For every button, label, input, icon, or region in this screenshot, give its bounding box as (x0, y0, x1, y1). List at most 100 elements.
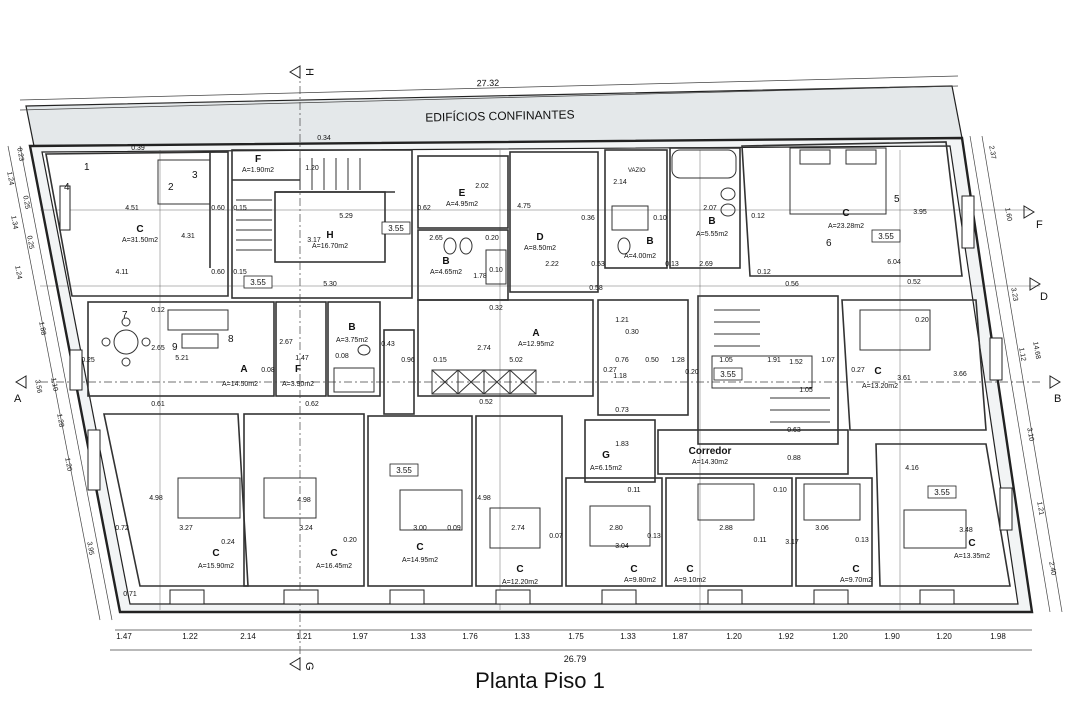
svg-text:4.75: 4.75 (517, 203, 531, 210)
svg-text:0.10: 0.10 (653, 215, 667, 222)
svg-text:1.10: 1.10 (49, 377, 58, 392)
svg-text:1.22: 1.22 (182, 632, 198, 641)
svg-text:1.88: 1.88 (37, 321, 46, 336)
svg-text:1.21: 1.21 (296, 632, 312, 641)
room-label: AA=12.95m2 (518, 328, 554, 348)
svg-text:4.11: 4.11 (115, 269, 128, 276)
svg-text:A=4.00m2: A=4.00m2 (624, 253, 656, 260)
svg-text:A=14.95m2: A=14.95m2 (402, 557, 438, 564)
svg-text:0.72: 0.72 (115, 525, 129, 532)
room-label: CA=31.50m2 (122, 224, 158, 244)
right-dimension-chain: 2.37 1.60 3.23 1.12 14.68 3.10 1.21 2.40 (987, 145, 1056, 576)
svg-text:0.25: 0.25 (81, 357, 95, 364)
svg-text:1.47: 1.47 (295, 355, 309, 362)
level-marker: 3.55 (878, 232, 894, 241)
svg-text:0.11: 0.11 (753, 537, 766, 544)
svg-text:6.04: 6.04 (887, 259, 901, 266)
svg-text:A=15.90m2: A=15.90m2 (198, 563, 234, 570)
svg-text:A=8.50m2: A=8.50m2 (524, 245, 556, 252)
svg-text:A=16.70m2: A=16.70m2 (312, 243, 348, 250)
svg-text:G: G (602, 450, 610, 461)
svg-text:3.95: 3.95 (85, 541, 94, 556)
svg-text:0.60: 0.60 (211, 269, 225, 276)
svg-text:0.62: 0.62 (417, 205, 431, 212)
room-label: FA=1.90m2 (242, 154, 274, 174)
svg-text:0.73: 0.73 (615, 407, 629, 414)
dimension-lines (7, 70, 1063, 660)
svg-text:A=14.50m2: A=14.50m2 (222, 381, 258, 388)
svg-text:4.98: 4.98 (297, 497, 311, 504)
svg-text:0.43: 0.43 (381, 341, 395, 348)
svg-text:0.12: 0.12 (757, 269, 771, 276)
room-label: GA=6.15m2 (590, 450, 622, 472)
svg-text:A=3.90m2: A=3.90m2 (282, 381, 314, 388)
svg-text:B: B (348, 322, 355, 333)
svg-text:0.08: 0.08 (335, 353, 349, 360)
svg-text:0.58: 0.58 (589, 285, 603, 292)
level-markers: 3.55 3.55 3.55 3.55 3.55 3.55 3.55 (243, 221, 957, 499)
section-d-label: D (1040, 291, 1048, 303)
fixtures (101, 147, 967, 549)
svg-text:C: C (968, 538, 975, 549)
svg-text:1.90: 1.90 (884, 632, 900, 641)
svg-text:0.52: 0.52 (907, 279, 921, 286)
svg-text:A=4.95m2: A=4.95m2 (446, 201, 478, 208)
svg-text:3.17: 3.17 (307, 237, 321, 244)
svg-text:2.65: 2.65 (429, 235, 443, 242)
svg-text:C: C (686, 564, 693, 575)
svg-text:2.14: 2.14 (613, 179, 627, 186)
svg-text:A=9.80m2: A=9.80m2 (624, 577, 656, 584)
svg-text:C: C (416, 542, 423, 553)
svg-text:0.76: 0.76 (615, 357, 629, 364)
svg-text:A=4.65m2: A=4.65m2 (430, 269, 462, 276)
svg-text:5.21: 5.21 (175, 355, 189, 362)
svg-text:0.27: 0.27 (603, 367, 617, 374)
room-label: BA=4.00m2 (624, 236, 656, 260)
section-f-label: F (1036, 219, 1043, 231)
svg-text:0.15: 0.15 (233, 205, 247, 212)
section-markers (15, 65, 1061, 671)
room-label: BA=3.75m2 (336, 322, 368, 344)
svg-text:2.14: 2.14 (240, 632, 256, 641)
coffee-table (181, 333, 219, 349)
svg-text:3.56: 3.56 (33, 379, 42, 394)
svg-text:2.67: 2.67 (279, 339, 293, 346)
svg-text:2.40: 2.40 (1047, 561, 1056, 576)
neighbour-label: EDIFÍCIOS CONFINANTES (425, 106, 575, 124)
svg-text:0.09: 0.09 (447, 525, 461, 532)
bottom-dimension-chain: 1.47 1.22 2.14 1.21 1.97 1.33 1.76 1.33 … (116, 632, 1006, 641)
svg-text:4: 4 (64, 182, 70, 193)
svg-text:0.24: 0.24 (221, 539, 235, 546)
svg-text:5.30: 5.30 (323, 281, 337, 288)
bed (859, 309, 931, 351)
svg-text:A=14.30m2: A=14.30m2 (692, 459, 728, 466)
svg-text:1.20: 1.20 (726, 632, 742, 641)
bed (263, 477, 317, 519)
svg-text:E: E (459, 188, 466, 199)
svg-text:1.28: 1.28 (671, 357, 685, 364)
svg-text:0.20: 0.20 (915, 317, 929, 324)
svg-text:5: 5 (894, 194, 900, 205)
sofa (167, 309, 229, 331)
svg-text:2: 2 (168, 182, 174, 193)
svg-text:C: C (842, 208, 849, 219)
interior-dimensions: 0.39 4.51 0.60 0.15 4.31 4.11 0.60 0.15 … (81, 135, 973, 598)
svg-text:2.80: 2.80 (609, 525, 623, 532)
bed (903, 509, 967, 549)
svg-text:3.10: 3.10 (1025, 427, 1034, 442)
svg-text:1.97: 1.97 (352, 632, 368, 641)
svg-text:3.95: 3.95 (913, 209, 927, 216)
section-a-label: A (14, 393, 22, 405)
dining-table (113, 329, 139, 355)
bed (589, 505, 651, 547)
svg-text:0.10: 0.10 (489, 267, 503, 274)
svg-text:0.36: 0.36 (581, 215, 595, 222)
svg-text:1.34: 1.34 (9, 215, 18, 230)
svg-text:5.29: 5.29 (339, 213, 353, 220)
room-label: CA=16.45m2 (316, 548, 352, 570)
svg-text:F: F (295, 364, 301, 375)
svg-text:D: D (536, 232, 543, 243)
furniture-numbers: 1 2 3 4 5 6 7 8 9 (64, 162, 900, 353)
